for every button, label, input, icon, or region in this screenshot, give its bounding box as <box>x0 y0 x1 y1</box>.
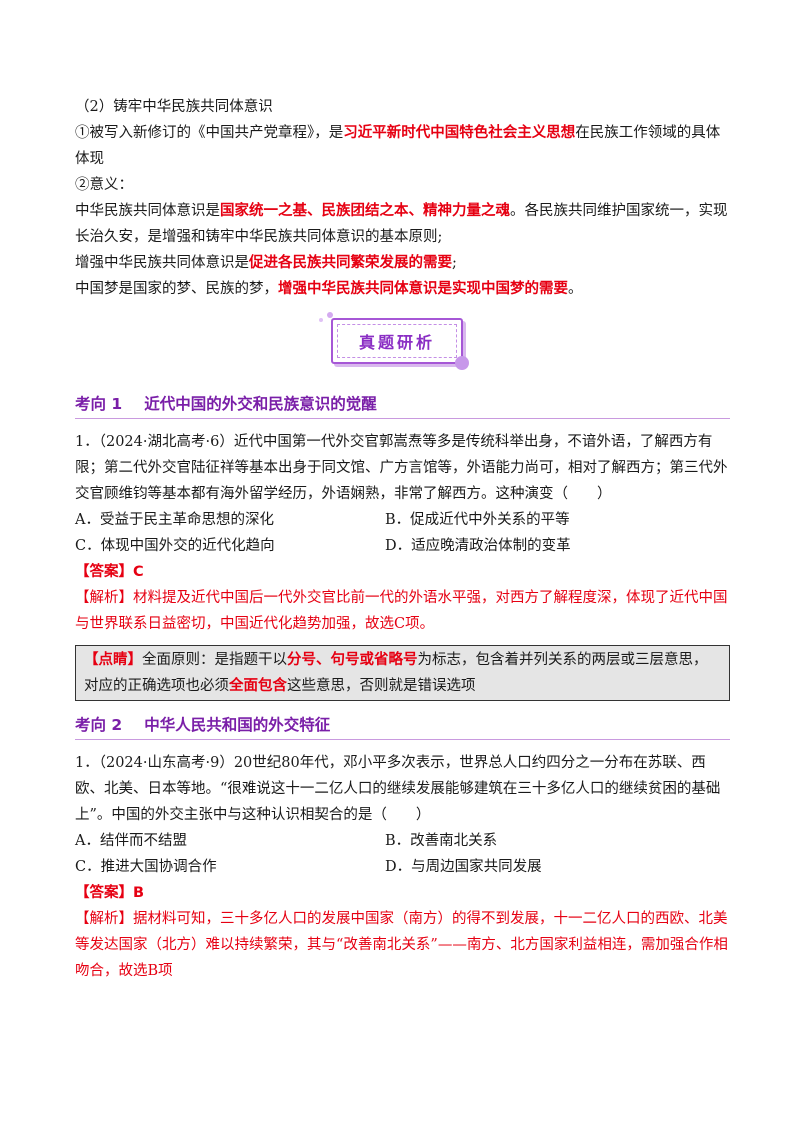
decor-dot <box>327 312 333 318</box>
banner-inner: 真题研析 <box>337 324 457 358</box>
option-a: A．受益于民主革命思想的深化 <box>75 512 274 528</box>
section-title-text: 近代中国的外交和民族意识的觉醒 <box>144 395 377 413</box>
analysis-text: 【解析】据材料可知，三十多亿人口的发展中国家（南方）的得不到发展，十一二亿人口的… <box>75 911 728 979</box>
text: 这些意思，否则就是错误选项 <box>287 678 476 694</box>
highlight-text: 全面包含 <box>229 678 287 694</box>
options-row: C．体现中国外交的近代化趋向 D．适应晚清政治体制的变革 <box>75 533 730 559</box>
text: 。 <box>568 281 583 297</box>
option-c: C．推进大国协调合作 <box>75 859 217 875</box>
text: ; <box>452 255 457 271</box>
decor-dot <box>455 356 469 370</box>
option-a: A．结伴而不结盟 <box>75 833 187 849</box>
paragraph-1: ①被写入新修订的《中国共产党章程》，是习近平新时代中国特色社会主义思想在民族工作… <box>75 120 730 172</box>
section-title: 考向 1 近代中国的外交和民族意识的觉醒 <box>75 395 377 413</box>
paragraph-4: 增强中华民族共同体意识是促进各民族共同繁荣发展的需要; <box>75 250 730 276</box>
subsection-heading: （2）铸牢中华民族共同体意识 <box>75 99 273 115</box>
text: 中华民族共同体意识是 <box>75 203 220 219</box>
question-2: 1．（2024·山东高考·9）20世纪80年代，邓小平多次表示，世界总人口约四分… <box>75 755 721 823</box>
option-b: B．改善南北关系 <box>385 833 498 849</box>
banner-wrap: 真题研析 <box>75 310 730 380</box>
paragraph-5: 中国梦是国家的梦、民族的梦，增强中华民族共同体意识是实现中国梦的需要。 <box>75 276 730 302</box>
highlight-text: 国家统一之基、民族团结之本、精神力量之魂 <box>220 203 510 219</box>
tip-label: 【点睛】 <box>84 652 142 668</box>
text: 增强中华民族共同体意识是 <box>75 255 249 271</box>
option-d: D．与周边国家共同发展 <box>385 859 542 875</box>
text: 中国梦是国家的梦、民族的梦， <box>75 281 278 297</box>
text: ①被写入新修订的《中国共产党章程》，是 <box>75 125 344 141</box>
option-d: D．适应晚清政治体制的变革 <box>385 538 571 554</box>
answer-label: 【答案】B <box>75 885 145 901</box>
text: 。各民族共同维护国家统一，实现长治久安，是增强和铸牢中华民族共同体意识的基本原则… <box>75 203 728 245</box>
options-row: A．结伴而不结盟 B．改善南北关系 <box>75 828 730 854</box>
section-banner: 真题研析 <box>319 312 469 370</box>
tip-box: 【点睛】全面原则：是指题干以分号、句号或省略号为标志，包含着并列关系的两层或三层… <box>75 645 730 701</box>
section-title-text: 中华人民共和国的外交特征 <box>144 716 331 734</box>
options-row: C．推进大国协调合作 D．与周边国家共同发展 <box>75 854 730 880</box>
option-c: C．体现中国外交的近代化趋向 <box>75 538 275 554</box>
section-number: 考向 1 <box>75 395 123 413</box>
highlight-text: 促进各民族共同繁荣发展的需要 <box>249 255 452 271</box>
content: （2）铸牢中华民族共同体意识 ①被写入新修订的《中国共产党章程》，是习近平新时代… <box>75 94 730 984</box>
decor-dot <box>319 318 323 322</box>
banner-title: 真题研析 <box>358 333 435 352</box>
highlight-text: 增强中华民族共同体意识是实现中国梦的需要 <box>278 281 568 297</box>
answer-label: 【答案】C <box>75 564 144 580</box>
paragraph-2: ②意义： <box>75 177 133 193</box>
highlight-text: 习近平新时代中国特色社会主义思想 <box>343 125 576 141</box>
section-number: 考向 2 <box>75 716 123 734</box>
text: 全面原则：是指题干以 <box>142 652 287 668</box>
question-1: 1．（2024·湖北高考·6）近代中国第一代外交官郭嵩焘等多是传统科举出身，不谙… <box>75 434 728 502</box>
section-heading-1: 考向 1 近代中国的外交和民族意识的觉醒 <box>75 392 730 419</box>
option-b: B．促成近代中外关系的平等 <box>385 512 570 528</box>
section-heading-2: 考向 2 中华人民共和国的外交特征 <box>75 713 730 740</box>
highlight-text: 分号、句号或省略号 <box>287 652 418 668</box>
options-row: A．受益于民主革命思想的深化 B．促成近代中外关系的平等 <box>75 507 730 533</box>
analysis-text: 【解析】材料提及近代中国后一代外交官比前一代的外语水平强，对西方了解程度深，体现… <box>75 590 728 632</box>
text: 为标志，包含着并列关系的两层或三层意思，对应的正确选项也必须 <box>84 652 708 694</box>
paragraph-3: 中华民族共同体意识是国家统一之基、民族团结之本、精神力量之魂。各民族共同维护国家… <box>75 198 730 250</box>
section-title: 考向 2 中华人民共和国的外交特征 <box>75 716 330 734</box>
text: 在民族工作领域的具体体现 <box>75 125 721 167</box>
